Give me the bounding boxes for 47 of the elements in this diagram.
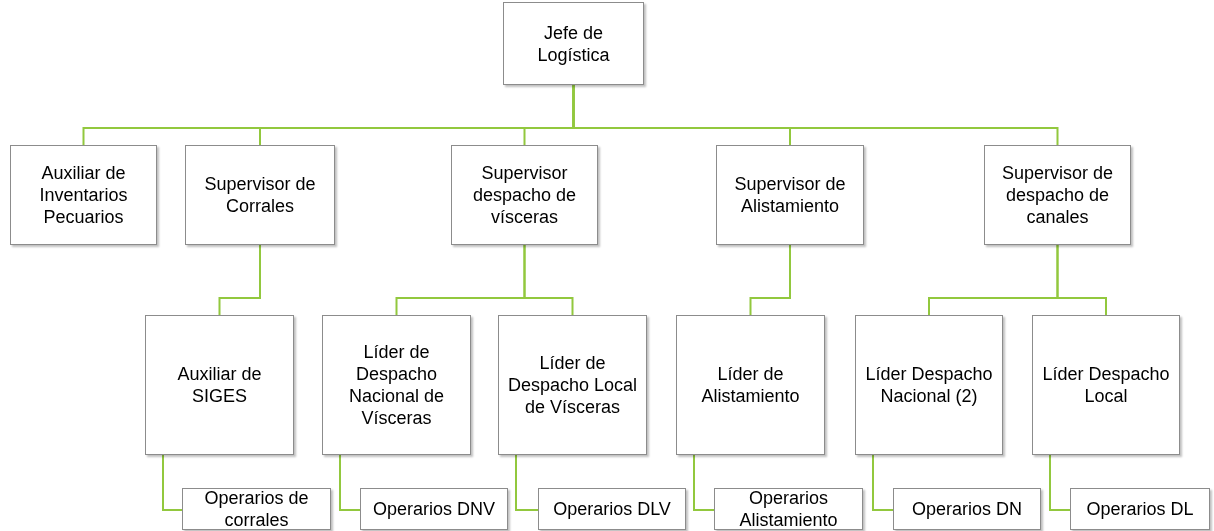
role-title: Líder Despacho Local <box>1041 363 1171 407</box>
role-title: Auxiliar de Inventarios Pecuarios <box>38 162 129 228</box>
role-box <box>893 488 1041 530</box>
connector-line <box>749 244 791 316</box>
connector-line <box>218 244 261 316</box>
role-box <box>360 488 508 530</box>
role-box <box>538 488 686 530</box>
connector-line <box>339 454 361 511</box>
role-title: Operarios DNV <box>371 498 496 520</box>
connector-line <box>572 84 1059 146</box>
role-box <box>451 145 598 245</box>
role-title: Supervisor de Corrales <box>203 173 317 217</box>
connector-line <box>1056 244 1107 316</box>
role-box <box>503 2 644 85</box>
role-box <box>322 315 471 455</box>
role-title: Líder Despacho Nacional (2) <box>864 363 994 407</box>
role-box <box>1032 315 1180 455</box>
connector-line <box>872 454 894 511</box>
connector-line <box>162 454 183 511</box>
role-box <box>498 315 647 455</box>
role-title: Supervisor de Alistamiento <box>733 173 847 217</box>
role-box <box>10 145 157 245</box>
role-title: Supervisor de despacho de canales <box>1000 162 1115 228</box>
role-box <box>1070 488 1210 530</box>
role-title: Operarios DN <box>911 498 1023 520</box>
role-box <box>855 315 1003 455</box>
role-title: Operarios DLV <box>552 498 672 520</box>
role-title: Operarios DL <box>1085 498 1195 520</box>
connector-line <box>1049 454 1071 511</box>
role-title: Operarios Alistamiento <box>738 487 839 531</box>
role-box <box>716 145 864 245</box>
role-box <box>145 315 294 455</box>
role-box <box>714 488 863 530</box>
role-box <box>676 315 825 455</box>
role-box <box>984 145 1131 245</box>
connector-line <box>693 454 715 511</box>
role-title: Supervisor despacho de vísceras <box>471 162 578 228</box>
role-title: Auxiliar de SIGES <box>176 363 263 407</box>
role-title: Líder de Alistamiento <box>700 363 801 407</box>
role-title: Líder de Despacho Local de Vísceras <box>506 352 639 418</box>
role-box <box>185 145 335 245</box>
connector-line <box>515 454 539 511</box>
role-title: Operarios de corrales <box>203 487 310 531</box>
role-title: Jefe de Logística <box>536 21 611 66</box>
role-title: Líder de Despacho Nacional de Vísceras <box>347 341 446 429</box>
connector-line <box>523 244 574 316</box>
role-box <box>182 488 331 530</box>
